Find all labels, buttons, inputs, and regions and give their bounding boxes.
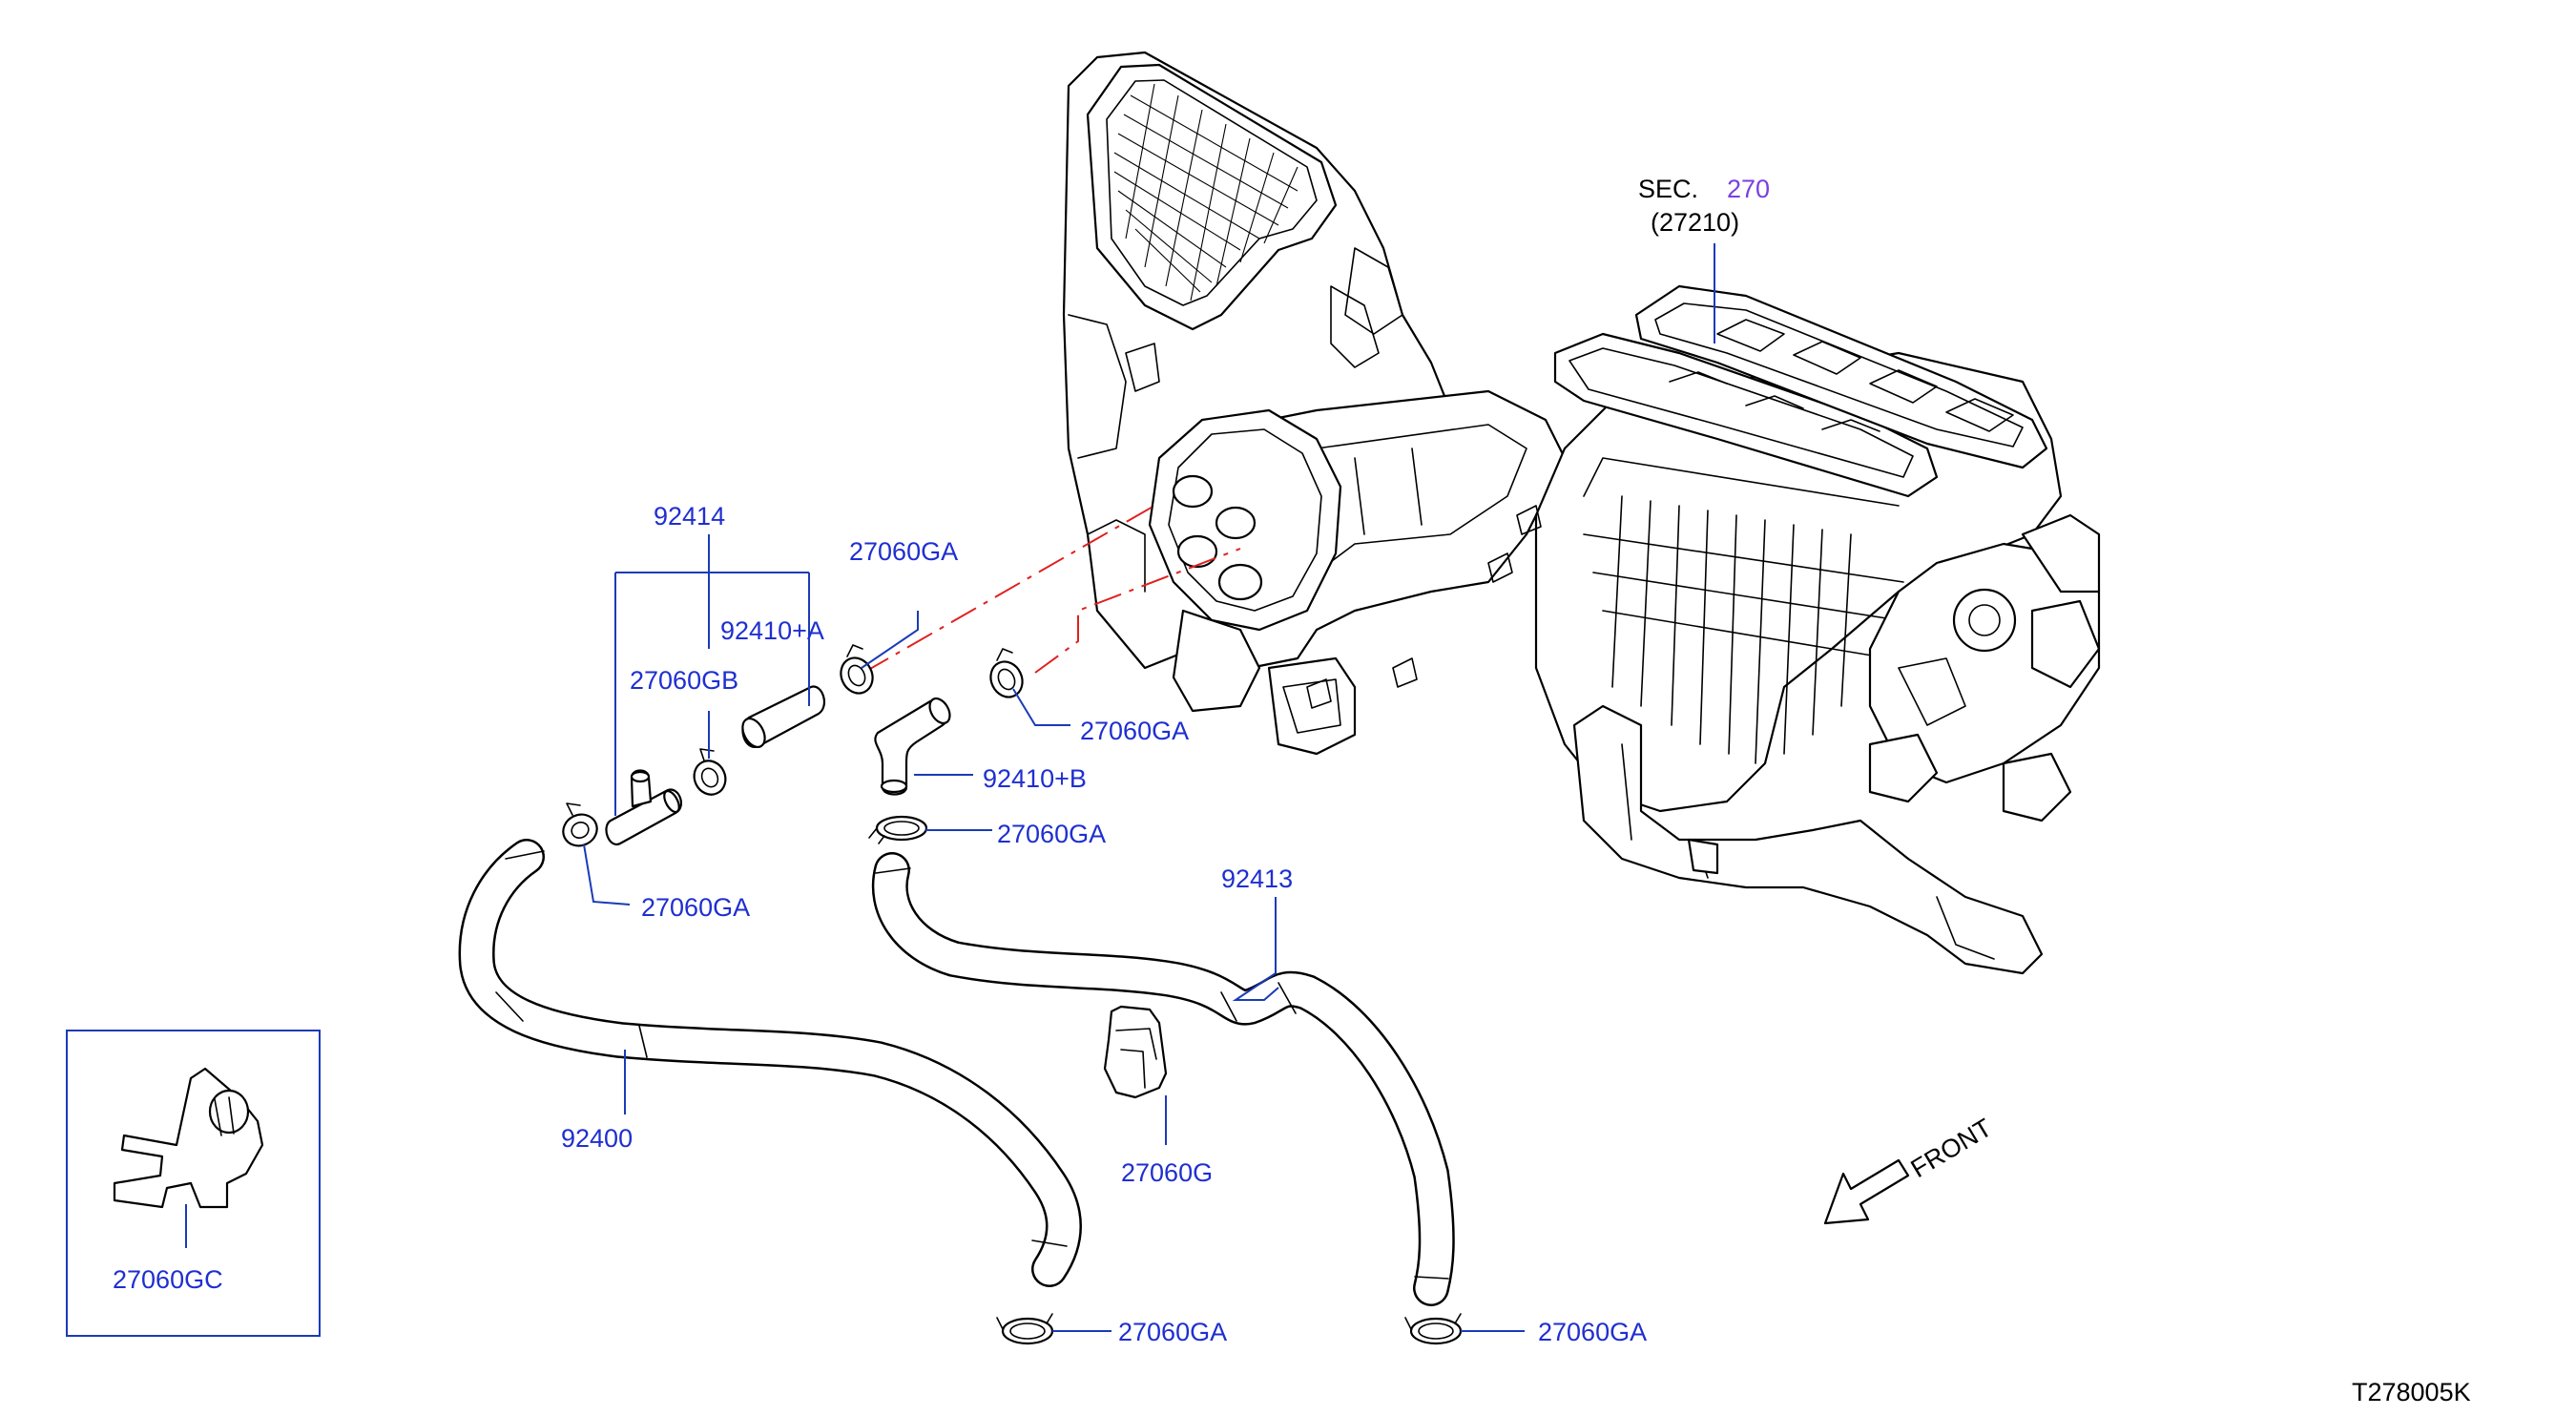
section-reference: SEC. 270 (27210) xyxy=(1638,175,1770,237)
hose-92400-drawing xyxy=(458,839,1082,1287)
hvac-unit-drawing xyxy=(1062,51,2101,975)
label-92410a[interactable]: 92410+A xyxy=(720,616,824,645)
label-92410b[interactable]: 92410+B xyxy=(983,764,1087,793)
label-27060gc[interactable]: 27060GC xyxy=(113,1265,223,1294)
label-27060gb[interactable]: 27060GB xyxy=(630,666,738,695)
label-92413[interactable]: 92413 xyxy=(1221,864,1293,893)
elbow-92410b-drawing xyxy=(874,697,951,796)
hose-92413-drawing xyxy=(871,852,1455,1306)
sec-subnumber: (27210) xyxy=(1651,208,1739,237)
leader-lines xyxy=(185,243,1715,1332)
front-arrow xyxy=(1823,1158,1910,1225)
label-27060ga-top[interactable]: 27060GA xyxy=(849,537,958,566)
label-27060g[interactable]: 27060G xyxy=(1121,1158,1213,1187)
clamp-27060gb-drawing xyxy=(693,748,727,796)
label-27060ga-left[interactable]: 27060GA xyxy=(641,893,750,922)
inset-27060gc-box xyxy=(66,1030,321,1337)
tee-joint-drawing xyxy=(605,769,683,846)
sec-prefix: SEC. xyxy=(1638,175,1698,203)
sec-number: 270 xyxy=(1727,175,1770,203)
label-27060ga-mid[interactable]: 27060GA xyxy=(997,820,1106,848)
label-92414[interactable]: 92414 xyxy=(654,502,725,531)
diagram-code: T278005K xyxy=(2352,1378,2471,1406)
pipe-92410a-drawing xyxy=(741,685,826,748)
label-27060ga-bottom-1[interactable]: 27060GA xyxy=(1118,1318,1227,1346)
clip-27060g-drawing xyxy=(1103,1005,1168,1099)
label-27060ga-right[interactable]: 27060GA xyxy=(1080,717,1189,745)
label-27060ga-bottom-2[interactable]: 27060GA xyxy=(1538,1318,1647,1346)
label-92400[interactable]: 92400 xyxy=(561,1124,633,1153)
front-direction-label: FRONT xyxy=(1906,1114,1997,1184)
part-labels: 92414 27060GA 92410+A 27060GB 27060GA 92… xyxy=(113,502,1647,1346)
alignment-center-lines xyxy=(862,505,1241,674)
